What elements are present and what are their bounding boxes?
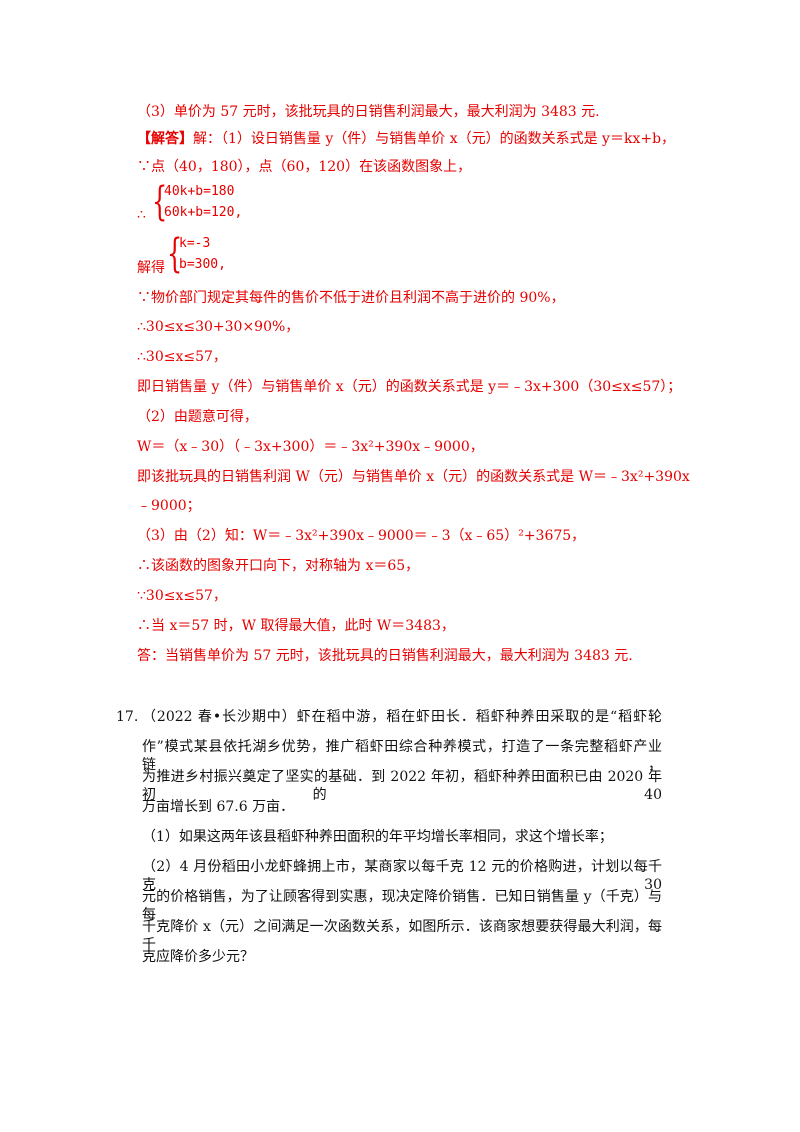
solve-label: 解得 xyxy=(137,260,165,276)
range-line-1: ∴30≤x≤30+30×90%， xyxy=(137,319,300,335)
left-brace-icon: { xyxy=(167,231,183,277)
price-rule-line: ∵物价部门规定其每件的售价不低于进价且利润不高于进价的 90%， xyxy=(137,290,565,306)
range-line-3: ∵30≤x≤57， xyxy=(137,588,227,604)
equation-system-2: { k=-3 b=300, xyxy=(167,234,267,278)
solution-intro-line: 【解答】解：（1）设日销售量 y（件）与销售单价 x（元）的函数关系式是 y＝k… xyxy=(137,130,675,148)
solution-intro-text: 解：（1）设日销售量 y（件）与销售单价 x（元）的函数关系式是 y＝kx+b， xyxy=(193,131,676,147)
problem17-question1: （1）如果这两年该县稻虾种养田面积的年平均增长率相同，求这个增长率； xyxy=(142,829,613,845)
system2-row1: k=-3 xyxy=(179,236,211,251)
problem17-question2-line4: 克应降价多少元？ xyxy=(142,949,254,965)
problem17-line1: （2022 春•长沙期中）虾在稻中游，稻在虾田长．稻虾种养田采取的是“稻虾轮 xyxy=(142,709,662,725)
system1-row2: 60k+b=120, xyxy=(164,205,243,220)
w-expand-line: W＝（x﹣30）（﹣3x+300）＝﹣3x²+390x﹣9000， xyxy=(137,439,484,455)
therefore-symbol: ∴ xyxy=(137,207,146,223)
points-line: ∵点（40，180），点（60，120）在该函数图象上， xyxy=(137,159,472,175)
w-relation-line-a: 即该批玩具的日销售利润 W（元）与销售单价 x（元）的函数关系式是 W＝﹣3x²… xyxy=(137,469,690,485)
problem17-question2-line2: 元的价格销售，为了让顾客得到实惠，现决定降价销售．已知日销售量 y（千克）与每 xyxy=(142,889,662,923)
system1-row1: 40k+b=180 xyxy=(164,184,235,199)
final-answer-line: 答：当销售单价为 57 元时，该批玩具的日销售利润最大，最大利润为 3483 元… xyxy=(137,648,633,664)
range-line-2: ∴30≤x≤57， xyxy=(137,349,227,365)
part3-conclusion-line: （3）单价为 57 元时，该批玩具的日销售利润最大，最大利润为 3483 元. xyxy=(137,104,600,120)
part2-line: （2）由题意可得， xyxy=(137,409,258,425)
problem17-question2-line3: 千克降价 x（元）之间满足一次函数关系，如图所示．该商家想要获得最大利润，每千 xyxy=(142,919,662,953)
left-brace-icon: { xyxy=(152,179,168,225)
max-line: ∴当 x＝57 时，W 取得最大值，此时 W＝3483， xyxy=(137,618,455,634)
problem17-question2-line1: （2）4 月份稻田小龙虾蜂拥上市，某商家以每千克 12 元的价格购进，计划以每千… xyxy=(142,859,662,893)
system2-row2: b=300, xyxy=(179,257,226,272)
equation-system-1: { 40k+b=180 60k+b=120, xyxy=(152,182,272,226)
w-relation-line-b: ﹣9000； xyxy=(137,498,201,514)
relation-line: 即日销售量 y（件）与销售单价 x（元）的函数关系式是 y＝﹣3x+300（30… xyxy=(137,379,682,395)
problem17-line2: 作”模式某县依托湖乡优势，推广稻虾田综合种养模式，打造了一条完整稻虾产业链， xyxy=(142,739,662,773)
problem17-line4: 万亩增长到 67.6 万亩． xyxy=(142,799,295,815)
opens-down-line: ∴该函数的图象开口向下，对称轴为 x＝65， xyxy=(137,558,420,574)
problem17-line3: 为推进乡村振兴奠定了坚实的基础．到 2022 年初，稻虾种养田面积已由 2020… xyxy=(142,769,662,803)
answer-tag: 【解答】 xyxy=(137,131,193,147)
problem-number: 17. xyxy=(116,709,139,725)
part3-line: （3）由（2）知：W＝﹣3x²+390x﹣9000＝﹣3（x﹣65）²+3675… xyxy=(137,528,586,544)
